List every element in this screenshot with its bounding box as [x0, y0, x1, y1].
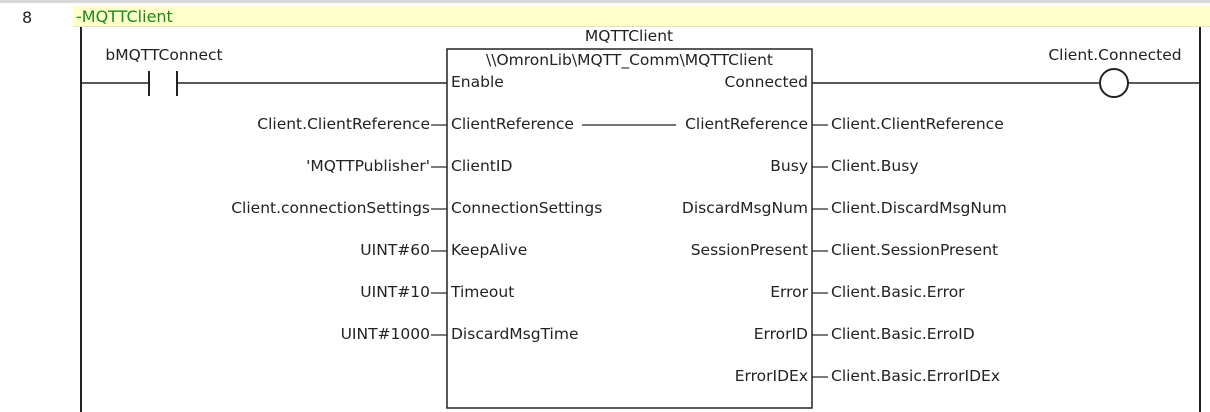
fb-output-pin-sessionpresent: SessionPresent	[690, 241, 808, 259]
fb-type-path: \\OmronLib\MQTT_Comm\MQTTClient	[486, 51, 773, 69]
function-block-box	[446, 48, 813, 409]
fb-input-value-clientreference[interactable]: Client.ClientReference	[257, 115, 430, 133]
fb-output-pin-discardmsgnum: DiscardMsgNum	[681, 199, 808, 217]
fb-output-pin-erroridex: ErrorIDEx	[734, 367, 808, 385]
fb-input-pin-connectionsettings: ConnectionSettings	[451, 199, 603, 217]
fb-input-value-keepalive[interactable]: UINT#60	[360, 241, 430, 259]
fb-input-value-discardmsgtime[interactable]: UINT#1000	[340, 325, 430, 343]
fb-output-pin-clientreference: ClientReference	[685, 115, 808, 133]
fb-output-value-erroridex[interactable]: Client.Basic.ErrorIDEx	[831, 367, 1001, 385]
fb-output-value-busy[interactable]: Client.Busy	[831, 157, 919, 175]
fb-input-pin-clientid: ClientID	[451, 157, 513, 175]
fb-input-pin-timeout: Timeout	[451, 283, 515, 301]
fb-input-pin-discardmsgtime: DiscardMsgTime	[451, 325, 579, 343]
fb-output-value-error[interactable]: Client.Basic.Error	[831, 283, 965, 301]
fb-input-pin-keepalive: KeepAlive	[451, 241, 528, 259]
fb-output-value-clientreference[interactable]: Client.ClientReference	[831, 115, 1004, 133]
fb-input-value-connectionsettings[interactable]: Client.connectionSettings	[231, 199, 430, 217]
fb-instance-name[interactable]: MQTTClient	[584, 27, 674, 45]
fb-input-value-clientid[interactable]: 'MQTTPublisher'	[306, 157, 430, 175]
coil-symbol	[1099, 68, 1129, 98]
fb-input-pin-enable: Enable	[451, 73, 504, 91]
fb-output-pin-errorid: ErrorID	[753, 325, 808, 343]
rung-comment[interactable]: -MQTTClient	[73, 6, 1210, 27]
rung-header[interactable]: 8 -MQTTClient	[0, 3, 1210, 27]
rung-number: 8	[22, 8, 33, 27]
fb-output-value-errorid[interactable]: Client.Basic.ErroID	[831, 325, 975, 343]
fb-output-value-discardmsgnum[interactable]: Client.DiscardMsgNum	[831, 199, 1007, 217]
fb-input-value-timeout[interactable]: UINT#10	[360, 283, 430, 301]
fb-output-pin-busy: Busy	[770, 157, 808, 175]
top-separator	[0, 0, 1210, 3]
fb-output-pin-connected: Connected	[724, 73, 808, 91]
coil-variable[interactable]: Client.Connected	[1048, 46, 1182, 64]
fb-output-pin-error: Error	[770, 283, 808, 301]
contact-variable[interactable]: bMQTTConnect	[105, 46, 223, 64]
fb-output-value-sessionpresent[interactable]: Client.SessionPresent	[831, 241, 999, 259]
fb-input-pin-clientreference: ClientReference	[451, 115, 574, 133]
